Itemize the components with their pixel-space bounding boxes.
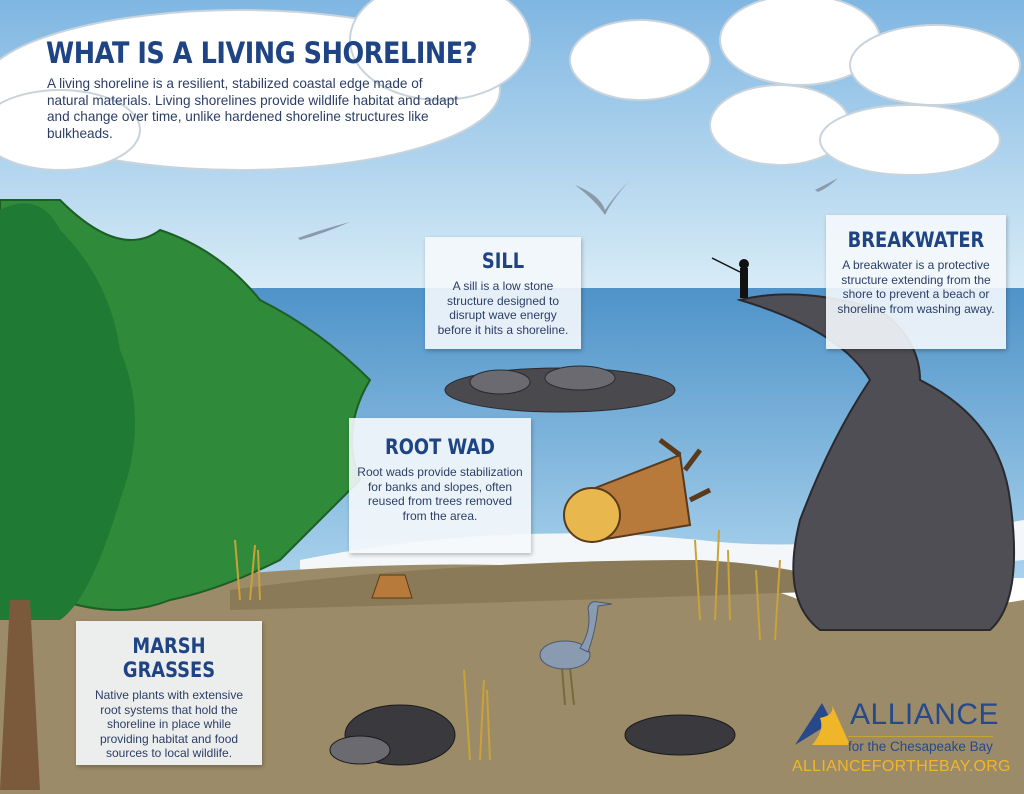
fisherman	[711, 257, 749, 298]
breakwater-text: A breakwater is a protective structure e…	[837, 258, 995, 316]
alliance-logo-mark	[795, 703, 850, 745]
website-link[interactable]: ALLIANCEFORTHEBAY.ORG	[792, 758, 1011, 775]
breakwater-title: BREAKWATER	[847, 228, 985, 252]
clouds	[0, 0, 1021, 176]
breakwater-card: BREAKWATER A breakwater is a protective …	[826, 215, 1006, 349]
logo-subtitle: for the Chesapeake Bay	[848, 736, 993, 754]
seagulls	[298, 178, 838, 240]
sill-card: SILL A sill is a low stone structure des…	[425, 237, 581, 349]
root-wad-text: Root wads provide stabilization for bank…	[357, 465, 523, 523]
tree-stump	[371, 574, 413, 599]
marsh-grass	[234, 529, 781, 761]
root-wad-card: ROOT WAD Root wads provide stabilization…	[349, 418, 531, 553]
root-wad-title: ROOT WAD	[384, 435, 495, 459]
heron	[539, 601, 613, 706]
marsh-grasses-card: MARSH GRASSES Native plants with extensi…	[76, 621, 262, 765]
intro-text: A living shoreline is a resilient, stabi…	[47, 76, 459, 141]
root-wad-log	[563, 438, 712, 543]
logo-name: ALLIANCE	[850, 698, 1000, 731]
marsh-grasses-title: MARSH GRASSES	[122, 634, 216, 682]
shore-rocks	[329, 704, 736, 766]
page-title: WHAT IS A LIVING SHORELINE?	[46, 36, 478, 70]
sill-text: A sill is a low stone structure designed…	[437, 279, 569, 337]
sill-rocks	[444, 365, 676, 413]
sill-title: SILL	[481, 249, 525, 273]
marsh-grasses-text: Native plants with extensive root system…	[94, 688, 244, 760]
